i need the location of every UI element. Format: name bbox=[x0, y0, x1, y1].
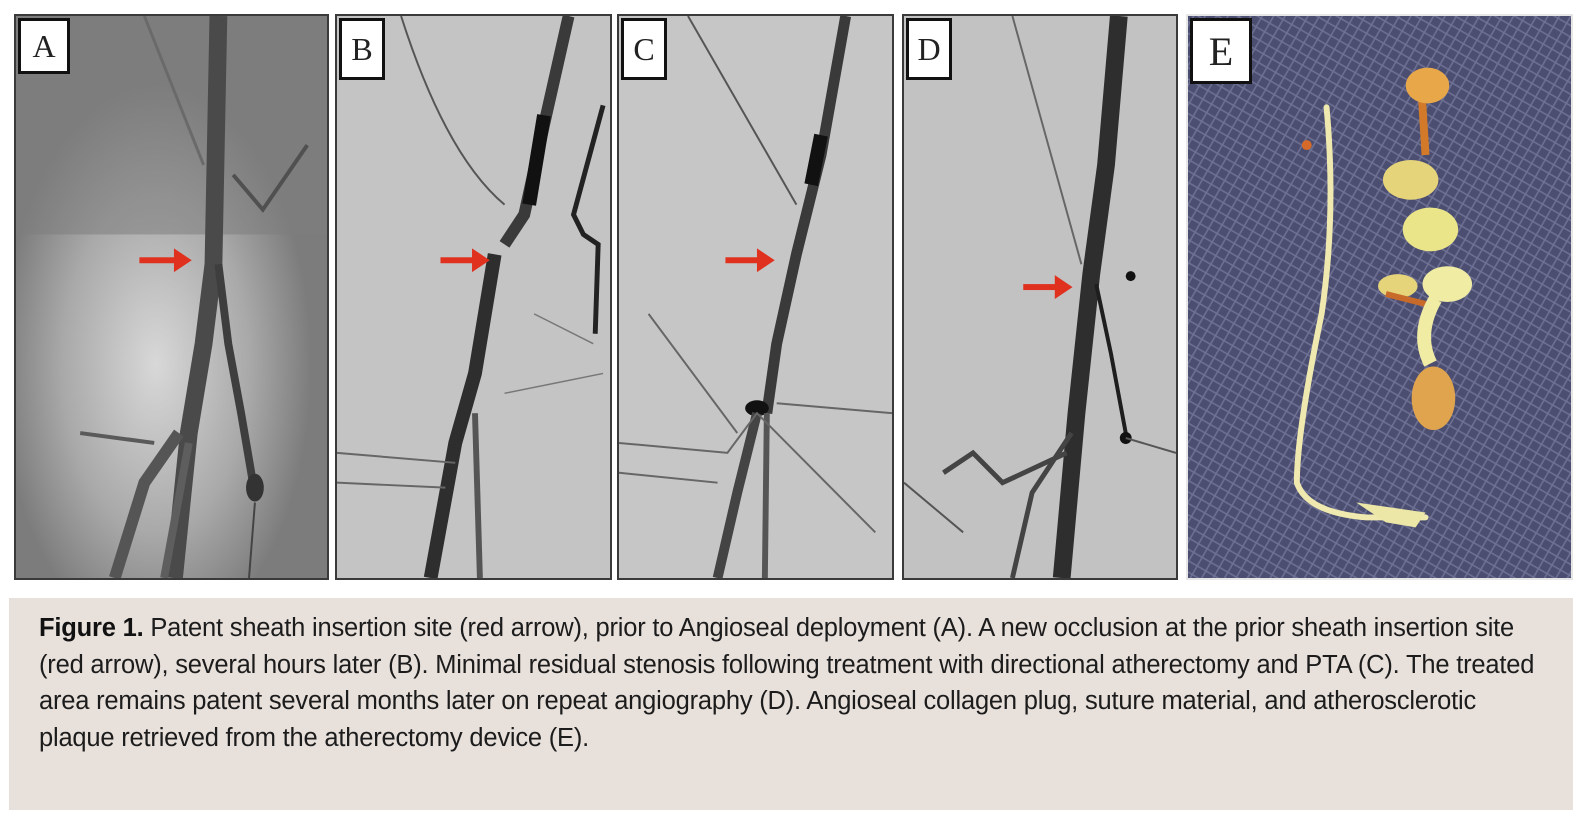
panel-label-a: A bbox=[18, 18, 70, 74]
figure-caption: Figure 1. Patent sheath insertion site (… bbox=[9, 598, 1573, 810]
panel-label-d: D bbox=[906, 18, 952, 80]
red-arrow-icon bbox=[1023, 275, 1073, 299]
panel-label-e: E bbox=[1190, 18, 1252, 84]
specimen-photo-e bbox=[1188, 16, 1571, 578]
caption-text: Patent sheath insertion site (red arrow)… bbox=[39, 614, 1535, 752]
angiogram-image-c bbox=[619, 16, 892, 578]
suture-material bbox=[1293, 104, 1429, 521]
red-arrow-icon bbox=[440, 248, 490, 273]
panel-e-photo: E bbox=[1186, 14, 1573, 580]
caption-title: Figure 1. bbox=[39, 614, 144, 642]
panel-label-c: C bbox=[621, 18, 667, 80]
panel-b-angiogram: B bbox=[335, 14, 612, 580]
red-arrow-icon bbox=[725, 248, 775, 273]
angiogram-image-d bbox=[904, 16, 1176, 578]
angiogram-image-b bbox=[337, 16, 610, 578]
red-arrow-icon bbox=[139, 248, 192, 273]
panel-a-angiogram: A bbox=[14, 14, 329, 580]
angiogram-image-a bbox=[16, 16, 327, 578]
panel-c-angiogram: C bbox=[617, 14, 894, 580]
panel-d-angiogram: D bbox=[902, 14, 1178, 580]
panel-label-b: B bbox=[339, 18, 385, 80]
